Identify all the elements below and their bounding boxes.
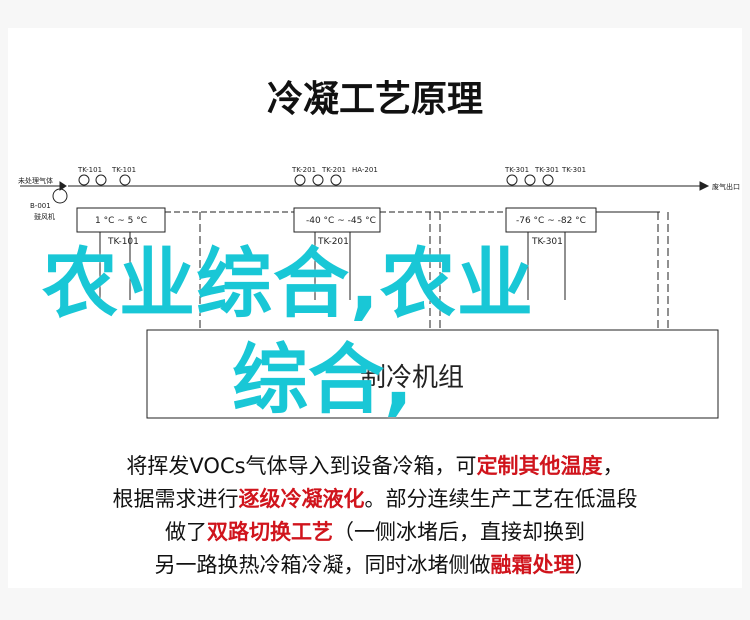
- description-line-4: 另一路换热冷箱冷凝，同时冰堵侧做融霜处理）: [20, 549, 730, 582]
- gauge-tag-1b: TK-101: [111, 166, 136, 174]
- condenser-temp-3: -76 °C ~ -82 °C: [516, 216, 586, 226]
- content-panel: [8, 28, 742, 588]
- desc-segment: 根据需求进行: [112, 487, 239, 511]
- fan-label: 鼓风机: [34, 212, 55, 221]
- condenser-name-3: TK-301: [531, 237, 563, 247]
- chiller-label: 制冷机组: [360, 363, 464, 393]
- inlet-label: 未处理气体: [18, 176, 53, 185]
- desc-highlight: 逐级冷凝液化: [238, 487, 365, 511]
- gauge-tag-2c: HA-201: [352, 166, 378, 174]
- gauge-tag-3a: TK-301: [504, 166, 529, 174]
- inlet-arrow-icon: [59, 181, 67, 191]
- description-line-3: 做了双路切换工艺（一侧冰堵后，直接却换到: [20, 516, 730, 549]
- description-text: 将挥发VOCs气体导入到设备冷箱，可定制其他温度， 根据需求进行逐级冷凝液化。部…: [20, 450, 730, 582]
- desc-segment: ）: [574, 553, 596, 577]
- gauge-tag-2b: TK-201: [321, 166, 346, 174]
- gauge-icon: [506, 174, 518, 186]
- valve-label: B-001: [30, 202, 51, 210]
- gauge-icon: [542, 174, 554, 186]
- condenser-box-2: [293, 207, 381, 233]
- gauge-tag-3c: TK-301: [561, 166, 586, 174]
- condenser-name-1: TK-101: [107, 237, 139, 247]
- desc-segment: 将挥发VOCs气体导入到设备冷箱，可: [126, 454, 477, 478]
- condenser-box-3: [505, 207, 597, 233]
- gauge-tag-3b: TK-301: [534, 166, 559, 174]
- desc-highlight: 融霜处理: [490, 553, 575, 577]
- desc-highlight: 定制其他温度: [476, 454, 603, 478]
- description-line-1: 将挥发VOCs气体导入到设备冷箱，可定制其他温度，: [20, 450, 730, 483]
- desc-highlight: 双路切换工艺: [207, 520, 333, 544]
- desc-segment: 做了: [165, 520, 207, 544]
- description-line-2: 根据需求进行逐级冷凝液化。部分连续生产工艺在低温段: [20, 483, 730, 516]
- gauge-tag-2a: TK-201: [291, 166, 316, 174]
- gauge-icon: [312, 174, 324, 186]
- outlet-arrow-icon: [699, 181, 710, 191]
- gauge-icon: [330, 174, 342, 186]
- gauge-icon: [119, 174, 131, 186]
- page-title: 冷凝工艺原理: [266, 79, 483, 120]
- gauge-icon: [294, 174, 306, 186]
- outlet-label: 废气出口: [712, 182, 740, 191]
- condenser-temp-1: 1 °C ~ 5 °C: [95, 216, 147, 226]
- condenser-temp-2: -40 °C ~ -45 °C: [306, 216, 376, 226]
- chiller-box: [146, 329, 719, 419]
- desc-segment: ，: [602, 454, 624, 478]
- fan-icon: [52, 188, 68, 204]
- desc-segment: 另一路换热冷箱冷凝，同时冰堵侧做: [154, 553, 491, 577]
- desc-segment: 。部分连续生产工艺在低温段: [364, 487, 638, 511]
- condenser-name-2: TK-201: [317, 237, 349, 247]
- gauge-tag-1a: TK-101: [77, 166, 102, 174]
- desc-segment: （一侧冰堵后，直接却换到: [333, 520, 585, 544]
- condenser-box-1: [76, 207, 166, 233]
- gauge-icon: [95, 174, 107, 186]
- gauge-icon: [78, 174, 90, 186]
- gauge-icon: [524, 174, 536, 186]
